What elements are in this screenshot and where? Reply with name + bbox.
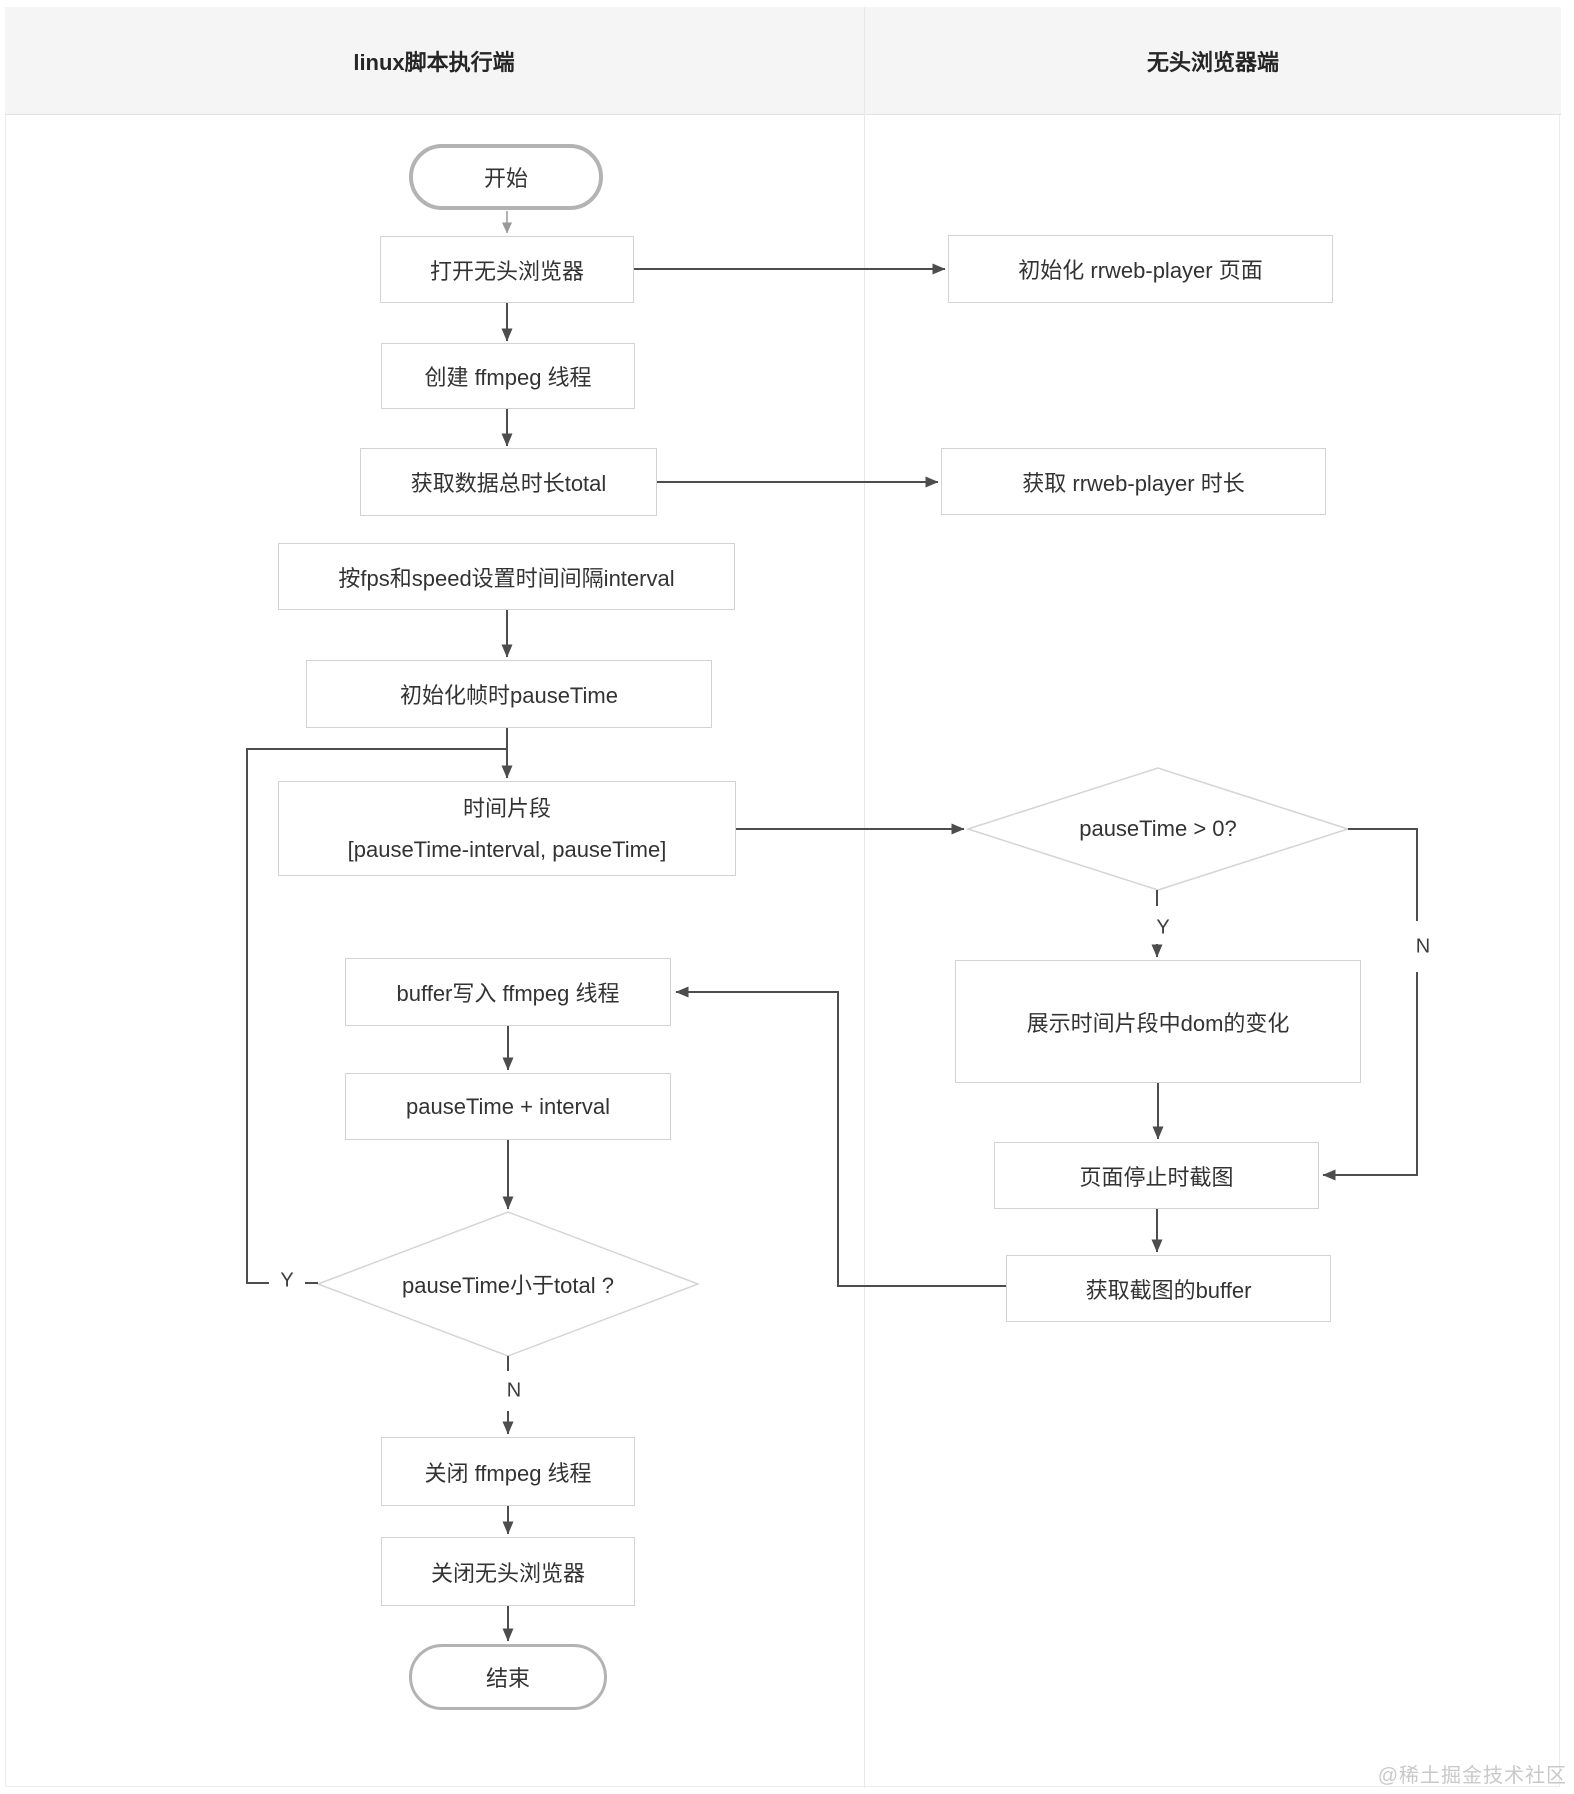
lane-title-linux-script: linux脚本执行端 (353, 50, 515, 75)
node-start: 开始 (409, 144, 603, 210)
node-init-rrweb-player-page: 初始化 rrweb-player 页面 (948, 235, 1333, 303)
shape-decision-pause-time-lt-total (315, 1211, 701, 1357)
edge-label-y-0: Y (1156, 916, 1170, 939)
lane-divider (864, 7, 865, 1788)
watermark: @稀土掘金技术社区 (1377, 1765, 1567, 1787)
node-create-ffmpeg-thread: 创建 ffmpeg 线程 (381, 343, 635, 409)
node-close-headless-browser: 关闭无头浏览器 (381, 1537, 635, 1606)
edge-label-n-1: N (1415, 935, 1431, 958)
node-label-line: [pauseTime-interval, pauseTime] (347, 836, 667, 862)
node-get-total-duration: 获取数据总时长total (360, 448, 657, 516)
edge-label-y-2: Y (280, 1269, 294, 1292)
node-open-headless-browser: 打开无头浏览器 (380, 236, 634, 303)
node-time-slice: 时间片段 [pauseTime-interval, pauseTime] (278, 781, 736, 876)
node-close-ffmpeg-thread: 关闭 ffmpeg 线程 (381, 1437, 635, 1506)
edge-decision1-no-b (1322, 972, 1418, 1181)
edge-decision1-no-a (1348, 828, 1418, 921)
node-pause-time-plus-interval: pauseTime + interval (345, 1073, 671, 1140)
lane-header-band (5, 7, 1561, 115)
node-screenshot-on-pause: 页面停止时截图 (994, 1142, 1319, 1209)
node-label-line: 时间片段 (462, 795, 551, 821)
node-get-screenshot-buffer: 获取截图的buffer (1006, 1255, 1331, 1322)
node-decision-pause-time-gt-0: pauseTime > 0? (1079, 816, 1237, 841)
node-write-buffer-to-ffmpeg: buffer写入 ffmpeg 线程 (345, 958, 671, 1026)
node-set-interval-by-fps-speed: 按fps和speed设置时间间隔interval (278, 543, 735, 610)
edge-getbuffer-to-write (675, 986, 1006, 1287)
node-decision-pause-time-lt-total: pauseTime小于total ? (402, 1273, 614, 1298)
edge-label-n-3: N (506, 1379, 522, 1402)
node-init-pause-time: 初始化帧时pauseTime (306, 660, 712, 728)
lane-title-headless-browser: 无头浏览器端 (1146, 50, 1280, 75)
node-end: 结束 (409, 1644, 607, 1710)
node-get-rrweb-player-duration: 获取 rrweb-player 时长 (941, 448, 1326, 515)
node-show-dom-changes: 展示时间片段中dom的变化 (955, 960, 1361, 1083)
edge-decision2-yes-b (246, 748, 507, 1284)
